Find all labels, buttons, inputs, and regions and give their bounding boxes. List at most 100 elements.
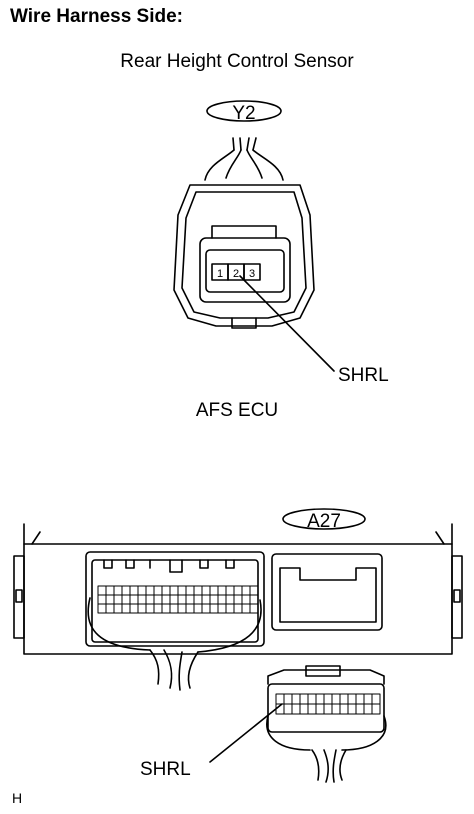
ecu-pin-cavity [153, 585, 163, 596]
ecu-pin-cavity [129, 594, 139, 605]
ecu-pin-cavity [225, 585, 235, 596]
ecu-pin-cavity [137, 594, 147, 605]
ecu-left-slot [15, 589, 23, 603]
ecu-pin-cavity [185, 603, 195, 614]
ecu-pin-cavity [241, 585, 251, 596]
sensor-wire-label: SHRL [338, 365, 389, 386]
ecu-pin-cavity [97, 603, 107, 614]
ecu-harness-loop [87, 597, 262, 653]
ecu-right-flange [451, 555, 463, 639]
ecu-pin-cavity [241, 594, 251, 605]
ecu-pin-cavity [241, 603, 251, 614]
ecu-pin-cavity [137, 585, 147, 596]
sensor-housing [173, 184, 315, 327]
ecu-pin-cavity [153, 594, 163, 605]
ecu-pin-cavity [105, 585, 115, 596]
sensor-wire [252, 149, 284, 181]
ecu-header-right-inner [279, 567, 377, 623]
ecu-pin-cavity [193, 603, 203, 614]
sensor-housing-inner [181, 191, 307, 319]
ecu-pin-cavity [193, 594, 203, 605]
a27-code-oval [282, 508, 366, 530]
ecu-header-right [271, 553, 383, 631]
harness-pin-cavity [315, 703, 325, 715]
harness-pin-cavity [339, 693, 349, 705]
ecu-header-keys [103, 559, 235, 573]
ecu-leader-line [209, 703, 283, 763]
ecu-pin-cavity [209, 594, 219, 605]
pin-2-label: 2 [233, 268, 239, 280]
pin-3-box [243, 263, 261, 281]
sensor-cavity [205, 249, 285, 293]
sensor-name-label: Rear Height Control Sensor [120, 51, 354, 72]
harness-plug-latch [305, 665, 341, 677]
ecu-pin-cavity [201, 603, 211, 614]
ecu-pin-cavity [169, 585, 179, 596]
ecu-harness-wires [149, 649, 199, 691]
harness-pin-cavity [315, 693, 325, 705]
ecu-pin-cavity [97, 594, 107, 605]
ecu-pin-cavity [185, 594, 195, 605]
harness-pin-cavity [291, 703, 301, 715]
ecu-pin-cavity [145, 594, 155, 605]
sensor-wire [246, 149, 263, 179]
ecu-name-label: AFS ECU [195, 400, 279, 421]
ecu-pin-cavity [105, 603, 115, 614]
ecu-pin-cavity [217, 603, 227, 614]
ecu-pin-cavity [177, 594, 187, 605]
harness-plug-top [267, 669, 385, 685]
ecu-pin-cavity [209, 585, 219, 596]
ecu-pin-cavity [137, 603, 147, 614]
ecu-pin-cavity [105, 594, 115, 605]
figure-code: H [12, 790, 23, 806]
harness-plug-pin-grid [275, 693, 381, 715]
sensor-wire [225, 149, 242, 179]
harness-pin-cavity [307, 693, 317, 705]
harness-plug-loop [266, 715, 387, 751]
harness-pin-cavity [283, 693, 293, 705]
ecu-pin-cavity [121, 585, 131, 596]
y2-code-label: Y2 [232, 103, 255, 124]
ecu-pin-cavity [193, 585, 203, 596]
ecu-pin-cavity [113, 603, 123, 614]
harness-pin-cavity [299, 693, 309, 705]
harness-pin-cavity [371, 693, 381, 705]
harness-pin-cavity [283, 703, 293, 715]
harness-pin-cavity [291, 693, 301, 705]
diagram-title: Wire Harness Side: [10, 6, 184, 27]
ecu-left-flange [13, 555, 25, 639]
ecu-pin-cavity [209, 603, 219, 614]
ecu-pin-cavity [201, 585, 211, 596]
harness-pin-cavity [347, 693, 357, 705]
ecu-pin-cavity [225, 594, 235, 605]
ecu-pin-cavity [113, 594, 123, 605]
sensor-leader-line [239, 275, 335, 372]
sensor-face [199, 237, 291, 303]
ecu-pin-cavity [217, 594, 227, 605]
ecu-pin-cavity [121, 594, 131, 605]
harness-pin-cavity [347, 703, 357, 715]
pin-3-label: 3 [249, 268, 255, 280]
harness-pin-cavity [323, 703, 333, 715]
harness-pin-cavity [339, 703, 349, 715]
harness-pin-cavity [331, 703, 341, 715]
ecu-pin-cavity [129, 603, 139, 614]
ecu-pin-cavity [233, 594, 243, 605]
ecu-pin-cavity [177, 603, 187, 614]
harness-pin-cavity [363, 693, 373, 705]
ecu-pin-cavity [177, 585, 187, 596]
ecu-pin-cavity [249, 603, 259, 614]
ecu-pin-cavity [97, 585, 107, 596]
harness-pin-cavity [363, 703, 373, 715]
ecu-right-slot [453, 589, 461, 603]
ecu-pin-cavity [145, 603, 155, 614]
sensor-connector-y2: Y2 1 2 3 SHRL [173, 100, 389, 386]
ecu-connector-a27: A27 SHRL [13, 508, 463, 783]
ecu-pin-cavity [169, 594, 179, 605]
ecu-pin-cavity [121, 603, 131, 614]
y2-code-oval [206, 100, 282, 122]
harness-pin-cavity [275, 693, 285, 705]
ecu-pin-cavity [201, 594, 211, 605]
ecu-pin-cavity [185, 585, 195, 596]
